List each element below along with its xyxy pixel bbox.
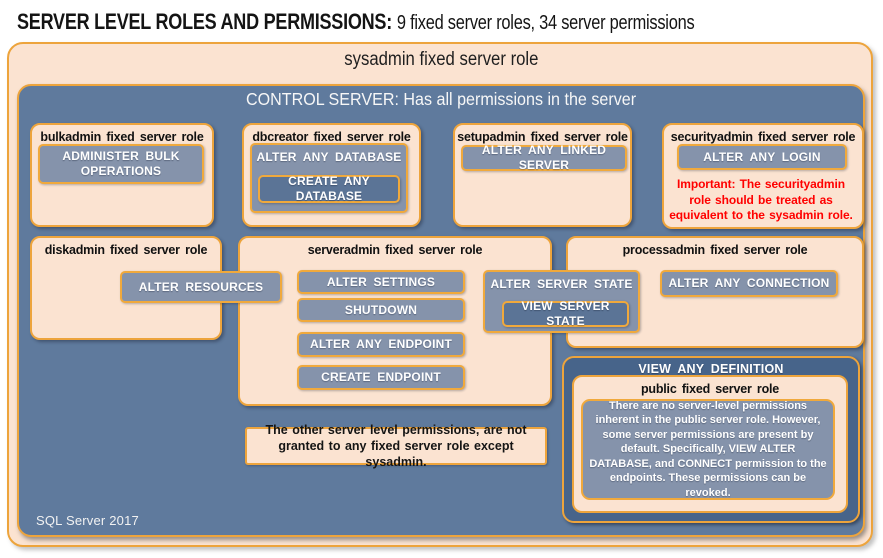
role-title-processadmin: processadmin fixed server role	[622, 243, 808, 257]
permission-create-any-database: CREATE ANY DATABASE	[258, 174, 400, 203]
role-title-bulkadmin: bulkadmin fixed server role	[40, 130, 204, 144]
permission-alter-any-login: ALTER ANY LOGIN	[677, 144, 847, 170]
permission-view-server-state: VIEW SERVER STATE	[502, 299, 629, 328]
page-title-sub: 9 fixed server roles, 34 server permissi…	[396, 12, 695, 34]
securityadmin-warning-text: Important: The securityadmin role should…	[669, 177, 853, 223]
role-box-setupadmin: setupadmin fixed server role	[453, 123, 632, 227]
role-box-securityadmin: securityadmin fixed server role	[662, 123, 864, 229]
permission-alter-any-database: ALTER ANY DATABASE CREATE ANY DATABASE	[250, 143, 408, 213]
permission-alter-settings: ALTER SETTINGS	[297, 270, 465, 294]
role-title-setupadmin: setupadmin fixed server role	[457, 130, 628, 144]
permission-create-endpoint: CREATE ENDPOINT	[297, 365, 465, 390]
permission-alter-any-database-label: ALTER ANY DATABASE	[256, 150, 402, 164]
permission-alter-server-state-label: ALTER SERVER STATE	[490, 277, 633, 291]
permission-administer-bulk-operations: ADMINISTER BULK OPERATIONS	[38, 144, 204, 184]
footer-version-label: SQL Server 2017	[36, 513, 139, 528]
page-title-main: SERVER LEVEL ROLES AND PERMISSIONS:	[17, 9, 392, 34]
permission-alter-any-linked-server: ALTER ANY LINKED SERVER	[461, 143, 627, 172]
permission-alter-resources: ALTER RESOURCES	[120, 271, 282, 303]
role-box-public: public fixed server role There are no se…	[572, 375, 848, 513]
permission-view-any-definition-label: VIEW ANY DEFINITION	[638, 362, 784, 376]
role-title-diskadmin: diskadmin fixed server role	[44, 243, 208, 257]
role-title-dbcreator: dbcreator fixed server role	[252, 130, 411, 144]
permission-alter-any-endpoint: ALTER ANY ENDPOINT	[297, 332, 465, 357]
public-role-description: There are no server-level permissions in…	[581, 399, 835, 500]
other-permissions-note: The other server level permissions, are …	[245, 423, 547, 469]
permission-alter-server-state: ALTER SERVER STATE VIEW SERVER STATE	[483, 270, 640, 333]
permission-view-any-definition: VIEW ANY DEFINITION public fixed server …	[562, 356, 860, 523]
role-title-serveradmin: serveradmin fixed server role	[307, 243, 483, 257]
page-title: SERVER LEVEL ROLES AND PERMISSIONS:9 fix…	[17, 9, 695, 35]
role-title-public: public fixed server role	[640, 382, 780, 396]
permission-shutdown: SHUTDOWN	[297, 298, 465, 322]
role-title-securityadmin: securityadmin fixed server role	[670, 130, 856, 144]
control-server-label: CONTROL SERVER: Has all permissions in t…	[246, 89, 637, 109]
permission-alter-any-connection: ALTER ANY CONNECTION	[660, 270, 838, 297]
sysadmin-role-label: sysadmin fixed server role	[344, 49, 539, 70]
